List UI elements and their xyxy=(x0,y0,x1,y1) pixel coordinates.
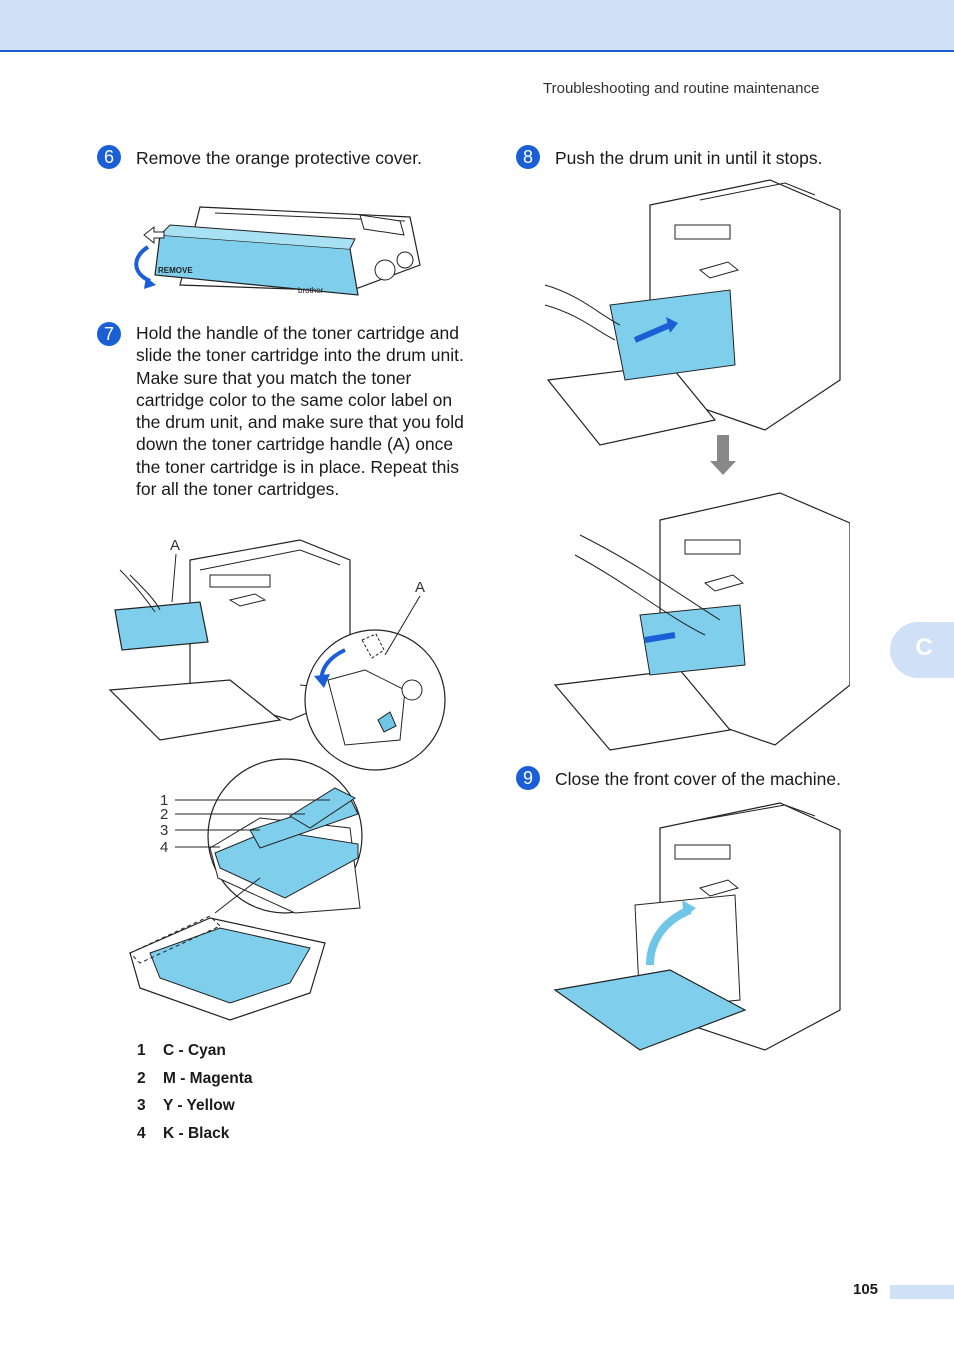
drum-unit-color-figure: 1 2 3 4 xyxy=(120,758,370,1028)
callout-1-label: 1 xyxy=(160,792,168,809)
toner-cartridge-cover-figure: REMOVE brother xyxy=(120,195,440,305)
step-7: 7 Hold the handle of the toner cartridge… xyxy=(97,322,467,500)
page-number: 105 xyxy=(853,1281,879,1298)
step-6: 6 Remove the orange protective cover. xyxy=(97,145,467,169)
legend-label: Y - Yellow xyxy=(163,1097,235,1115)
top-color-band xyxy=(0,0,954,52)
legend-item: 2 M - Magenta xyxy=(137,1065,253,1093)
step-text: Push the drum unit in until it stops. xyxy=(555,148,823,168)
legend-label: M - Magenta xyxy=(163,1069,253,1087)
step-number-badge: 9 xyxy=(516,766,540,790)
page-number-bar xyxy=(890,1285,954,1299)
legend-label: K - Black xyxy=(163,1124,230,1142)
legend-number: 4 xyxy=(137,1124,146,1142)
legend-item: 1 C - Cyan xyxy=(137,1037,253,1065)
step-number-badge: 7 xyxy=(97,322,121,346)
install-toner-figure: A A xyxy=(100,530,460,775)
callout-3-label: 3 xyxy=(160,822,168,839)
step-8: 8 Push the drum unit in until it stops. xyxy=(516,145,876,169)
callout-2-label: 2 xyxy=(160,806,168,823)
step-text: Remove the orange protective cover. xyxy=(136,148,422,168)
color-legend: 1 C - Cyan 2 M - Magenta 3 Y - Yellow 4 … xyxy=(137,1037,253,1148)
legend-item: 4 K - Black xyxy=(137,1120,253,1148)
step-9: 9 Close the front cover of the machine. xyxy=(516,766,876,790)
close-front-cover-figure xyxy=(550,800,850,1055)
callout-a-label: A xyxy=(170,537,180,554)
running-header: Troubleshooting and routine maintenance xyxy=(543,80,820,97)
chapter-tab-label: C xyxy=(915,634,933,661)
step-text: Close the front cover of the machine. xyxy=(555,769,841,789)
callout-a-label: A xyxy=(415,579,425,596)
cartridge-remove-label: REMOVE xyxy=(158,266,193,275)
legend-label: C - Cyan xyxy=(163,1041,226,1059)
legend-item: 3 Y - Yellow xyxy=(137,1092,253,1120)
step-number-badge: 6 xyxy=(97,145,121,169)
push-drum-figure xyxy=(540,175,850,755)
step-text: Hold the handle of the toner cartridge a… xyxy=(136,323,464,500)
callout-4-label: 4 xyxy=(160,839,168,856)
step-number-badge: 8 xyxy=(516,145,540,169)
legend-number: 2 xyxy=(137,1069,146,1087)
chapter-tab: C xyxy=(890,622,954,678)
brand-label: brother xyxy=(298,286,324,295)
legend-number: 1 xyxy=(137,1041,146,1059)
legend-number: 3 xyxy=(137,1097,146,1115)
